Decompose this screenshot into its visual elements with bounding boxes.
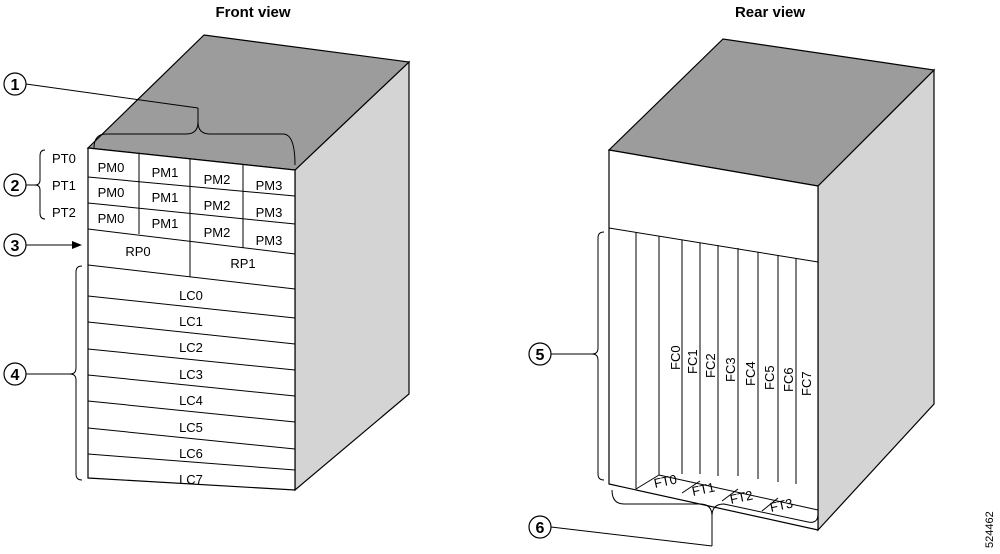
lc-label: LC5 (179, 420, 203, 435)
callout-1: 1 (11, 77, 20, 94)
ft-label: FT2 (729, 487, 755, 506)
lc-divider (87, 348, 296, 371)
ft-divider (721, 488, 739, 502)
rp-label: RP0 (125, 244, 150, 259)
callout-3-arrow-icon (72, 241, 82, 249)
pm-label: PM1 (152, 165, 179, 180)
callout-6: 6 (536, 520, 545, 537)
figure-id: 524462 (984, 511, 996, 548)
callout-4: 4 (11, 367, 20, 384)
lc-divider (87, 374, 296, 397)
lc-label: LC0 (179, 288, 203, 303)
lc-label: LC7 (179, 472, 203, 487)
rp-label: RP1 (230, 256, 255, 271)
lc-label: LC3 (179, 367, 203, 382)
pm-row-divider (87, 228, 296, 255)
callout-5: 5 (536, 347, 545, 364)
pt-label: PT2 (52, 205, 76, 220)
pm-label: PM2 (204, 198, 231, 213)
pm-label: PM1 (152, 216, 179, 231)
lc-divider (87, 427, 296, 450)
ft-divider (761, 497, 779, 512)
ft-label: FT1 (691, 479, 717, 498)
callout-6-circle (528, 515, 552, 539)
ft-label: FT0 (653, 471, 679, 490)
lc-label: LC2 (179, 340, 203, 355)
ft-line (635, 474, 660, 490)
pt-label: PT1 (52, 178, 76, 193)
pm-row-divider (87, 176, 296, 197)
callout-4-circle (3, 362, 27, 386)
fc-label: FC7 (799, 371, 814, 396)
callout-1-leader (25, 83, 199, 109)
callout-3: 3 (11, 238, 20, 255)
front-view-title: Front view (215, 4, 290, 21)
fc-label: FC2 (703, 353, 718, 378)
rear-view-title: Rear view (735, 4, 805, 21)
pm-label: PM2 (204, 225, 231, 240)
pm-label: PM1 (152, 190, 179, 205)
lc-label: LC4 (179, 393, 203, 408)
pm-label: PM0 (98, 185, 125, 200)
pm-label: PM0 (98, 160, 125, 175)
fc-label: FC6 (781, 367, 796, 392)
pt-label: PT0 (52, 151, 76, 166)
lc-divider (87, 400, 296, 423)
fc-label: FC3 (723, 357, 738, 382)
callout-6-leader (550, 526, 713, 547)
callout-1-circle (3, 72, 27, 96)
callout-2: 2 (11, 178, 20, 195)
callout-5-circle (528, 342, 552, 366)
ft-divider (681, 480, 701, 494)
pm-label: PM3 (256, 178, 283, 193)
rp-divider (87, 264, 296, 290)
fc-brace (591, 231, 605, 481)
lc-divider (87, 453, 296, 471)
rear-chassis-front-face (608, 149, 819, 531)
ft-line (658, 474, 819, 511)
lc-divider (87, 321, 296, 345)
lc-brace (69, 265, 83, 481)
pm-label: PM2 (204, 172, 231, 187)
lc-divider (87, 295, 296, 319)
fc-label: FC1 (685, 349, 700, 374)
pt-brace (34, 149, 46, 220)
pm-row-divider (87, 202, 296, 225)
fc-label: FC4 (743, 361, 758, 386)
ft-label: FT3 (769, 495, 795, 514)
lc-label: LC1 (179, 314, 203, 329)
pm-label: PM3 (256, 205, 283, 220)
pm-label: PM3 (256, 233, 283, 248)
lc-label: LC6 (179, 446, 203, 461)
fc-label: FC5 (762, 365, 777, 390)
fan-area-top-line (608, 227, 819, 263)
pm-label: PM0 (98, 211, 125, 226)
fc-label: FC0 (668, 345, 683, 370)
